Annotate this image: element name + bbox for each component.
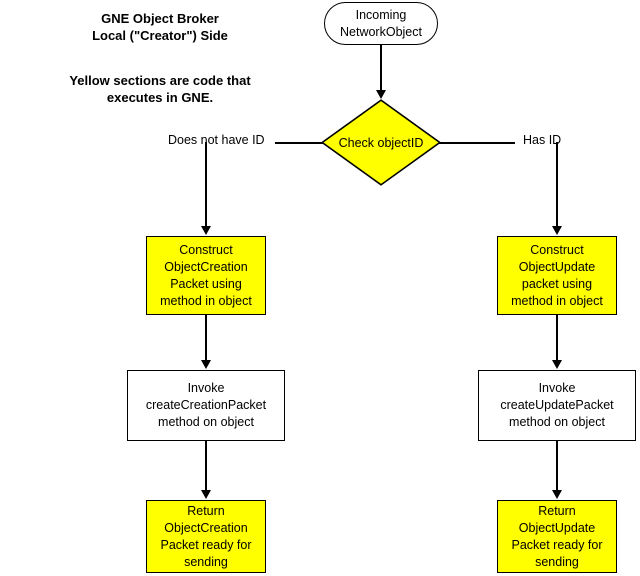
connector-right-down-to-construct xyxy=(556,142,558,227)
arrowhead-start-to-decision xyxy=(375,90,386,99)
node-decision-check-objectid: Check objectID xyxy=(321,99,441,186)
legend-note: Yellow sections are code that executes i… xyxy=(69,73,251,105)
decision-label: Check objectID xyxy=(338,135,424,150)
connector-right-invoke-to-return xyxy=(556,441,558,491)
arrowhead-left-to-construct xyxy=(200,226,211,235)
connector-decision-to-right xyxy=(439,142,515,144)
connector-decision-to-left xyxy=(275,142,323,144)
node-return-objectupdate-packet: Return ObjectUpdate Packet ready for sen… xyxy=(497,500,617,573)
arrowhead-left-construct-to-invoke xyxy=(200,360,211,369)
node-invoke-createcreationpacket: Invoke createCreationPacket method on ob… xyxy=(127,370,285,441)
node-start-incoming-networkobject: Incoming NetworkObject xyxy=(324,2,438,45)
page-title: GNE Object Broker Local ("Creator") Side xyxy=(92,11,228,43)
edge-label-has-id: Has ID xyxy=(523,133,562,147)
connector-left-down-to-construct xyxy=(205,142,207,227)
node-invoke-createupdatepacket: Invoke createUpdatePacket method on obje… xyxy=(478,370,636,441)
connector-left-invoke-to-return xyxy=(205,441,207,491)
edge-label-does-not-have-id: Does not have ID xyxy=(168,133,265,147)
arrowhead-right-to-construct xyxy=(551,226,562,235)
arrowhead-left-invoke-to-return xyxy=(200,490,211,499)
connector-left-construct-to-invoke xyxy=(205,315,207,361)
arrowhead-right-invoke-to-return xyxy=(551,490,562,499)
node-construct-objectupdate-packet: Construct ObjectUpdate packet using meth… xyxy=(497,236,617,315)
arrowhead-right-construct-to-invoke xyxy=(551,360,562,369)
node-construct-objectcreation-packet: Construct ObjectCreation Packet using me… xyxy=(146,236,266,315)
connector-start-to-decision xyxy=(380,45,382,91)
node-return-objectcreation-packet: Return ObjectCreation Packet ready for s… xyxy=(146,500,266,573)
connector-right-construct-to-invoke xyxy=(556,315,558,361)
diamond-shape xyxy=(321,99,441,186)
